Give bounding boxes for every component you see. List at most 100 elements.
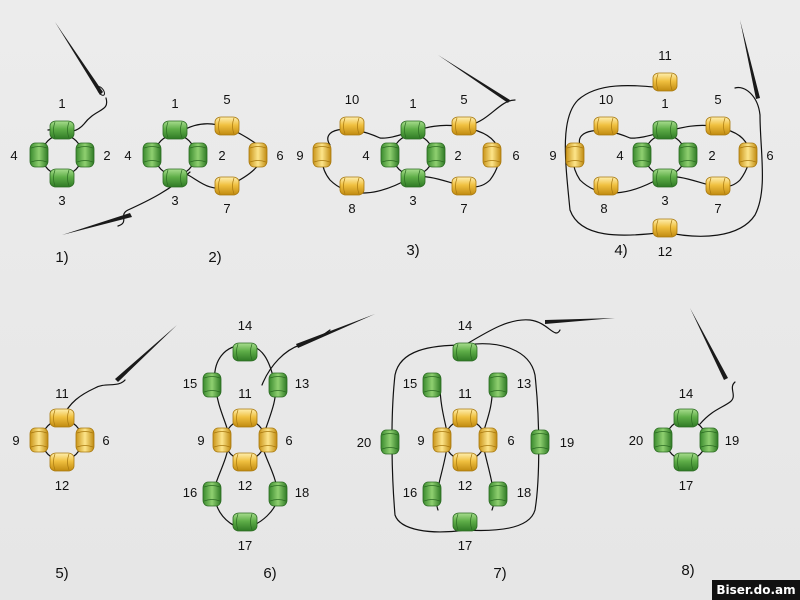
yellow-bead — [232, 408, 258, 428]
step-label: 4) — [614, 242, 627, 259]
thread-tail — [61, 379, 126, 419]
yellow-bead — [593, 176, 619, 196]
bead-label: 14 — [238, 318, 252, 333]
yellow-bead — [75, 427, 95, 453]
yellow-bead — [339, 116, 365, 136]
bead-label: 6 — [285, 433, 292, 448]
bead-label: 19 — [725, 433, 739, 448]
bead-label: 7 — [460, 201, 467, 216]
green-bead — [29, 142, 49, 168]
step-label: 8) — [681, 562, 694, 579]
watermark: Biser.do.am — [716, 583, 795, 597]
green-bead — [632, 142, 652, 168]
yellow-bead — [214, 116, 240, 136]
bead-label: 17 — [238, 538, 252, 553]
bead-label: 9 — [197, 433, 204, 448]
yellow-bead — [478, 427, 498, 453]
green-bead — [652, 120, 678, 140]
green-bead — [699, 427, 719, 453]
bead-label: 15 — [183, 376, 197, 391]
yellow-bead — [312, 142, 332, 168]
bead-label: 17 — [679, 478, 693, 493]
yellow-bead — [258, 427, 278, 453]
bead-label: 13 — [295, 376, 309, 391]
green-bead — [380, 142, 400, 168]
needle-icon — [115, 325, 177, 382]
green-bead — [202, 372, 222, 398]
yellow-bead — [705, 116, 731, 136]
bead-label: 14 — [679, 386, 693, 401]
bead-label: 7 — [223, 201, 230, 216]
green-bead — [75, 142, 95, 168]
bead-label: 17 — [458, 538, 472, 553]
green-bead — [400, 120, 426, 140]
bead-label: 8 — [348, 201, 355, 216]
bead-label: 2 — [218, 148, 225, 163]
bead-label: 5 — [714, 92, 721, 107]
thread-tail — [699, 381, 736, 425]
beads — [29, 72, 758, 532]
green-bead — [49, 168, 75, 188]
green-bead — [422, 372, 442, 398]
bead-label: 10 — [345, 92, 359, 107]
bead-label: 2 — [454, 148, 461, 163]
yellow-bead — [482, 142, 502, 168]
bead-label: 4 — [124, 148, 131, 163]
yellow-bead — [452, 408, 478, 428]
bead-label: 6 — [507, 433, 514, 448]
bead-label: 3 — [58, 193, 65, 208]
step-label: 1) — [55, 249, 68, 266]
green-bead — [673, 452, 699, 472]
bead-label: 13 — [517, 376, 531, 391]
green-bead — [488, 481, 508, 507]
bead-label: 16 — [403, 485, 417, 500]
bead-label: 3 — [661, 193, 668, 208]
bead-label: 11 — [238, 386, 252, 401]
green-bead — [426, 142, 446, 168]
bead-label: 20 — [357, 435, 371, 450]
yellow-bead — [652, 72, 678, 92]
bead-label: 6 — [102, 433, 109, 448]
bead-label: 20 — [629, 433, 643, 448]
green-bead — [268, 481, 288, 507]
step-label: 2) — [208, 249, 221, 266]
bead-label: 12 — [238, 478, 252, 493]
yellow-bead — [212, 427, 232, 453]
green-bead — [162, 168, 188, 188]
green-bead — [400, 168, 426, 188]
green-bead — [188, 142, 208, 168]
green-bead — [380, 429, 400, 455]
yellow-bead — [49, 408, 75, 428]
thread-tail — [464, 319, 561, 346]
green-bead — [452, 342, 478, 362]
thread-path — [391, 343, 540, 533]
thread-path — [572, 124, 751, 194]
bead-label: 10 — [599, 92, 613, 107]
bead-label: 9 — [12, 433, 19, 448]
bead-label: 5 — [460, 92, 467, 107]
bead-label: 8 — [600, 201, 607, 216]
green-bead — [232, 342, 258, 362]
green-bead — [268, 372, 288, 398]
green-bead — [653, 427, 673, 453]
yellow-bead — [339, 176, 365, 196]
bead-label: 6 — [766, 148, 773, 163]
yellow-bead — [565, 142, 585, 168]
yellow-bead — [232, 452, 258, 472]
green-bead — [49, 120, 75, 140]
green-bead — [652, 168, 678, 188]
bead-label: 4 — [10, 148, 17, 163]
yellow-bead — [29, 427, 49, 453]
green-bead — [678, 142, 698, 168]
step-label: 3) — [406, 242, 419, 259]
needle-icon — [545, 318, 615, 324]
yellow-bead — [738, 142, 758, 168]
step-label: 5) — [55, 565, 68, 582]
bead-label: 1 — [409, 96, 416, 111]
needle-icon — [438, 55, 510, 103]
bead-label: 11 — [458, 386, 472, 401]
bead-label: 3 — [171, 193, 178, 208]
step-labels: 1)2)3)4)5)6)7)8) — [55, 242, 694, 582]
